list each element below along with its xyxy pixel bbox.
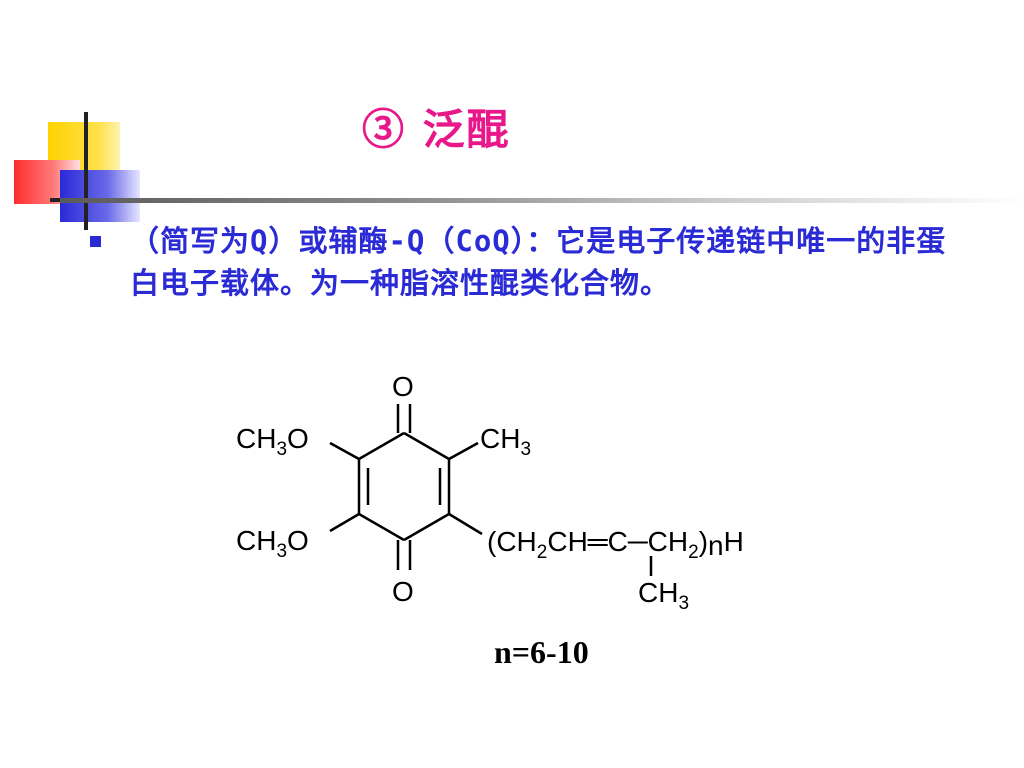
title-divider: [60, 198, 1024, 203]
vertical-bar: [84, 112, 88, 230]
methoxy-bottom-label: CH3O: [236, 525, 309, 562]
bullet-square-icon: [90, 236, 101, 247]
ring-bonds: [329, 404, 653, 576]
methyl-top-label: CH3: [480, 423, 531, 460]
blue-block: [60, 170, 140, 222]
slide-title: ③ 泛醌: [362, 105, 511, 154]
bottom-oxygen-label: O: [392, 576, 414, 607]
isoprenoid-side-chain-label: (CH2CH═C─CH2)nH: [487, 526, 744, 563]
bullet-text: （简写为Q）或辅酶-Q（CoQ）：它是电子传递链中唯一的非蛋白电子载体。为一种脂…: [130, 224, 947, 300]
n-range-label: n=6-10: [494, 634, 589, 670]
methoxy-top-label: CH3O: [236, 423, 309, 460]
decorative-blocks: [14, 112, 160, 230]
top-oxygen-label: O: [392, 371, 414, 402]
branch-methyl-label: CH3: [638, 577, 689, 614]
